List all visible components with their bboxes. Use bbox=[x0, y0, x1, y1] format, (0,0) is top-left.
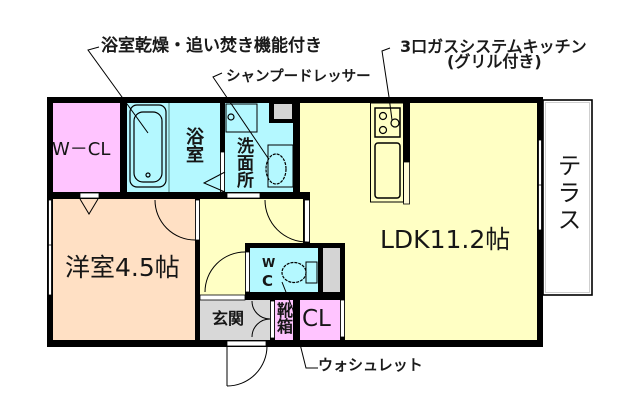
wc-door-swing-icon bbox=[204, 251, 246, 293]
bath-folding-door-icon bbox=[202, 171, 226, 193]
toilet-room-area bbox=[250, 248, 318, 292]
wall-top bbox=[47, 97, 543, 103]
walk-in-closet-area bbox=[53, 103, 120, 193]
wc-door-opening bbox=[245, 251, 250, 293]
kitchen-counter-icon bbox=[370, 102, 404, 203]
wall-bath-washroom bbox=[220, 103, 225, 193]
room-label-ldk: LDK11.2帖 bbox=[380, 227, 510, 252]
western-room-name: 洋室 bbox=[65, 253, 116, 282]
closet-door-opening bbox=[79, 192, 100, 199]
room-label-entrance: 玄関 bbox=[212, 309, 245, 328]
wall-wc-divider bbox=[318, 243, 323, 297]
callout-kitchen-line2: (グリル付き) bbox=[447, 52, 542, 71]
window-dividers bbox=[48, 184, 542, 246]
room-label-bathroom: 浴室 bbox=[183, 127, 204, 163]
room-label-walk-in-closet: W－CL bbox=[52, 139, 111, 160]
room-label-western-room: 洋室4.5帖 bbox=[65, 255, 180, 280]
ldk-door-opening bbox=[304, 199, 310, 243]
room-label-closet: CL bbox=[302, 306, 331, 332]
washing-machine-pan-icon bbox=[225, 103, 258, 133]
western-room-area bbox=[53, 199, 195, 340]
western-room-door-swing-icon bbox=[154, 199, 196, 241]
wall-shoebox-closet bbox=[293, 300, 300, 340]
room-label-shoe-box: 靴箱 bbox=[274, 302, 293, 334]
western-room-door-opening bbox=[195, 199, 200, 241]
wall-middle-band bbox=[53, 192, 310, 199]
pipe-shaft-toilet bbox=[323, 248, 340, 292]
wall-kitchen bbox=[403, 103, 410, 162]
window-western-room bbox=[48, 199, 52, 296]
bathtub-icon bbox=[129, 104, 167, 188]
terrace-inner-line bbox=[545, 102, 590, 293]
shoe-box-door-lower-icon bbox=[251, 318, 271, 338]
washroom-door-opening bbox=[226, 192, 261, 199]
wall-wc-top bbox=[245, 243, 345, 248]
bathroom-area bbox=[127, 103, 220, 193]
toilet-icon bbox=[281, 261, 318, 284]
room-label-washroom: 洗面所 bbox=[233, 137, 253, 188]
callout-kitchen-line1: 3口ガスシステムキッチン bbox=[400, 37, 587, 56]
ldk-door-swing-icon bbox=[264, 199, 308, 243]
wall-western-hall bbox=[195, 199, 200, 340]
leader-line-kitchen bbox=[381, 47, 393, 121]
terrace-area bbox=[542, 99, 593, 296]
western-room-size: 4.5帖 bbox=[115, 253, 180, 282]
shoe-box-area bbox=[275, 300, 293, 340]
bath-door-opening bbox=[220, 151, 225, 193]
pipe-shaft-washroom bbox=[274, 104, 292, 119]
callout-bath-dryer: 浴室乾燥・追い焚き機能付き bbox=[101, 36, 322, 56]
wall-bottom bbox=[47, 340, 543, 347]
ldk-name: LDK bbox=[380, 225, 430, 254]
leader-line-bath-dryer bbox=[87, 46, 149, 134]
callout-shampoo-dresser: シャンプードレッサー bbox=[226, 69, 371, 85]
callout-washlet: ウォシュレット bbox=[318, 356, 423, 374]
shoe-box-door-opening bbox=[270, 300, 275, 339]
entrance-step bbox=[199, 294, 246, 301]
closet-door-opening-cl bbox=[340, 299, 345, 338]
closet-folding-door-icon bbox=[79, 198, 99, 215]
wall-wc-bottom bbox=[245, 292, 345, 300]
vanity-sink-icon bbox=[265, 144, 294, 188]
closet-area bbox=[300, 300, 340, 340]
ldk-size: 11.2帖 bbox=[429, 225, 511, 254]
stove-icon bbox=[374, 107, 401, 138]
room-label-toilet-w: W bbox=[262, 256, 276, 270]
leader-line-washlet bbox=[281, 281, 318, 369]
fixtures bbox=[129, 102, 404, 284]
wall-closet-bath bbox=[120, 103, 127, 199]
room-label-terrace: テラス bbox=[553, 153, 581, 234]
entrance-area bbox=[200, 300, 270, 340]
leader-line-shampoo-dresser bbox=[212, 72, 269, 159]
terrace bbox=[542, 99, 593, 296]
leader-lines bbox=[87, 46, 393, 369]
entry-door-opening bbox=[226, 340, 267, 347]
wall-washroom-ldk bbox=[293, 103, 300, 199]
room-label-toilet-c: C bbox=[262, 272, 274, 290]
entry-door-swing-icon bbox=[226, 345, 268, 387]
kitchen-low-wall bbox=[403, 161, 410, 205]
door-swings bbox=[79, 171, 308, 387]
kitchen-sink-icon bbox=[374, 142, 401, 199]
wall-wc-right bbox=[340, 243, 345, 340]
